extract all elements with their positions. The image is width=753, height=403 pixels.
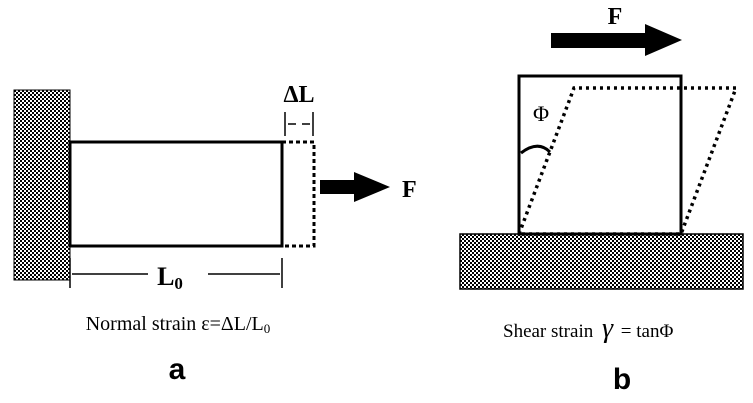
bar-extension-outline <box>282 140 316 248</box>
block-sheared-outline <box>516 86 739 236</box>
shear-strain-caption: Shear strain γ = tanΦ <box>503 313 673 344</box>
ground-base <box>459 233 744 290</box>
delta-length-label: ΔL <box>283 82 314 108</box>
tensile-force-label: F <box>402 177 417 203</box>
bar-original <box>68 140 284 248</box>
shear-force-arrow: F <box>551 4 682 56</box>
block-original <box>517 74 683 236</box>
shear-force-label: F <box>608 4 623 30</box>
normal-strain-caption: Normal strain ε=ΔL/L0 <box>86 313 271 336</box>
shear-angle-arc <box>520 144 552 155</box>
shear-strain-panel: F Φ Shear strain γ = tanΦ b <box>459 4 744 396</box>
original-length-label: L0 <box>157 262 183 293</box>
panel-letter-a: a <box>169 353 186 386</box>
delta-length-dimension: ΔL <box>283 82 315 136</box>
fixed-wall <box>13 89 71 281</box>
tensile-force-arrow: F <box>320 172 417 203</box>
normal-strain-panel: ΔL F L0 Normal strain ε=ΔL/L0 a <box>13 82 417 386</box>
shear-angle-label: Φ <box>533 101 549 126</box>
original-length-dimension: L0 <box>69 258 283 293</box>
panel-letter-b: b <box>613 363 631 396</box>
